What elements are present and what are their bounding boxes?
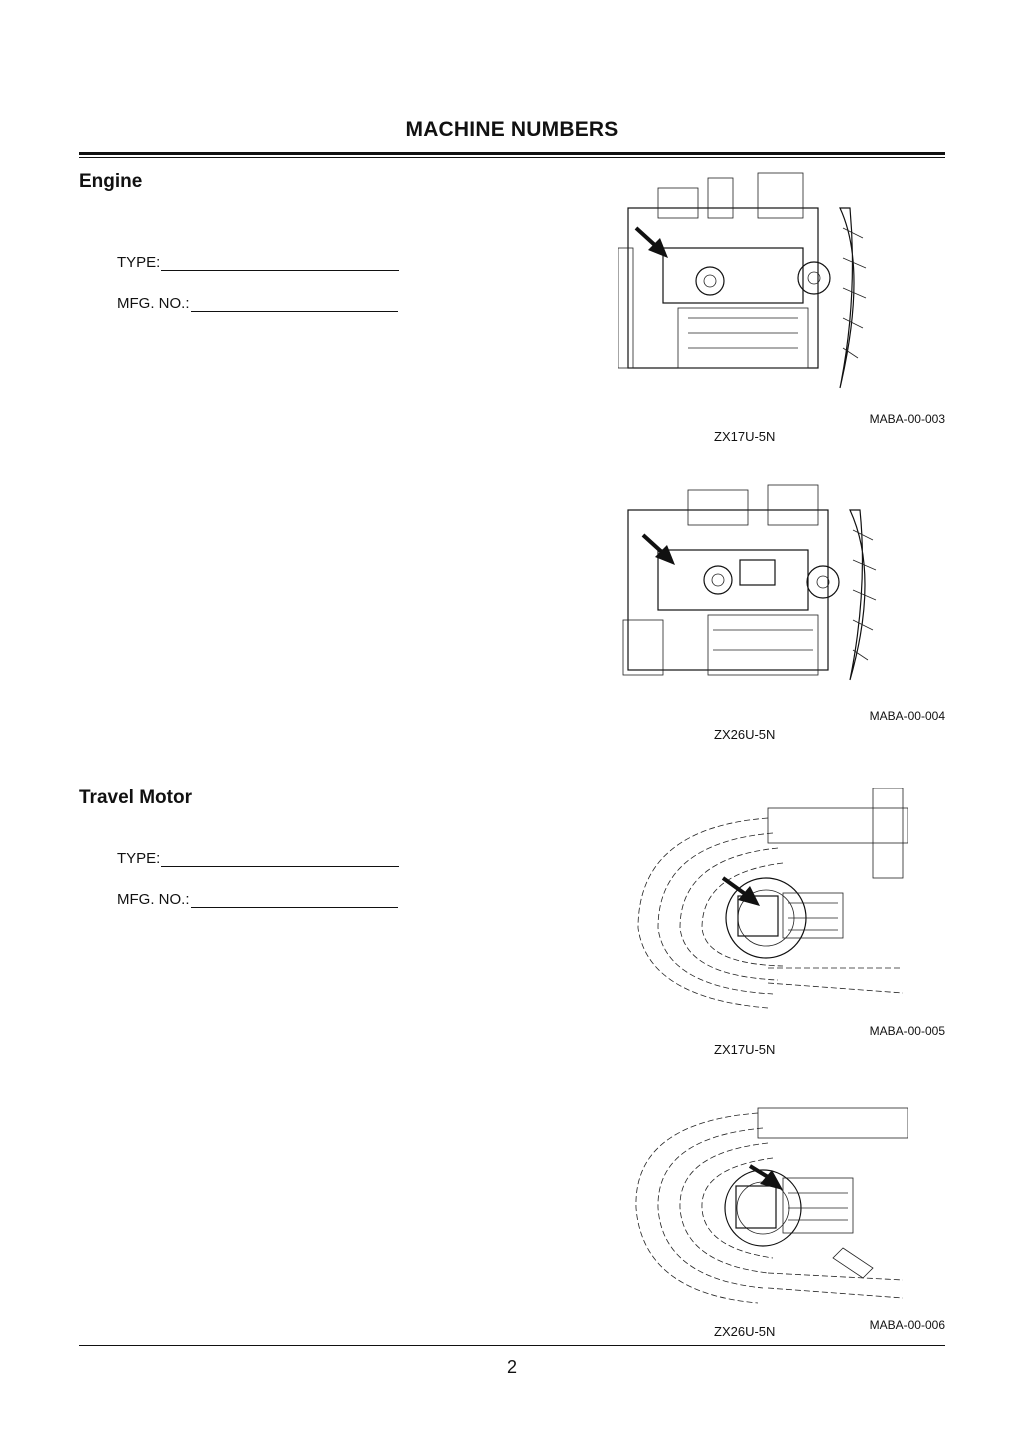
engine-illustration-icon (622, 484, 877, 681)
travel-motor-type-blank (161, 852, 400, 867)
engine-type-label: TYPE: (117, 254, 161, 271)
travel-motor-type-field: TYPE: (117, 850, 400, 867)
engine-type-blank (161, 256, 400, 271)
figure-code: MABA-00-003 (869, 412, 945, 426)
title-rule-thick (79, 152, 945, 155)
travel-motor-mfg-field: MFG. NO.: (117, 891, 398, 908)
page-number: 2 (506, 1357, 517, 1377)
page-title: MACHINE NUMBERS (405, 118, 619, 141)
engine-mfg-blank (190, 297, 398, 312)
figure-code: MABA-00-005 (869, 1024, 945, 1038)
engine-figure-zx26u (618, 480, 908, 700)
footer-rule (79, 1345, 945, 1346)
travel-motor-figure-zx26u (618, 1098, 908, 1310)
travel-motor-type-label: TYPE: (117, 850, 161, 867)
figure-model: ZX26U-5N (714, 727, 776, 742)
section-heading-engine: Engine (79, 171, 143, 192)
travel-motor-illustration-icon (637, 788, 908, 1009)
travel-motor-mfg-label: MFG. NO.: (117, 891, 190, 908)
figure-code: MABA-00-004 (869, 709, 945, 723)
title-rule-thin (79, 157, 945, 158)
section-heading-travel-motor: Travel Motor (79, 787, 192, 808)
figure-model: ZX17U-5N (714, 1042, 776, 1057)
engine-mfg-field: MFG. NO.: (117, 295, 398, 312)
figure-model: ZX17U-5N (714, 429, 776, 444)
engine-mfg-label: MFG. NO.: (117, 295, 190, 312)
figure-code: MABA-00-006 (869, 1318, 945, 1332)
figure-model: ZX26U-5N (714, 1324, 776, 1339)
engine-figure-zx17u (618, 168, 908, 408)
travel-motor-illustration-icon (635, 1107, 908, 1304)
engine-type-field: TYPE: (117, 254, 400, 271)
travel-motor-mfg-blank (190, 893, 398, 908)
travel-motor-figure-zx17u (618, 788, 908, 1016)
engine-illustration-icon (618, 172, 867, 389)
